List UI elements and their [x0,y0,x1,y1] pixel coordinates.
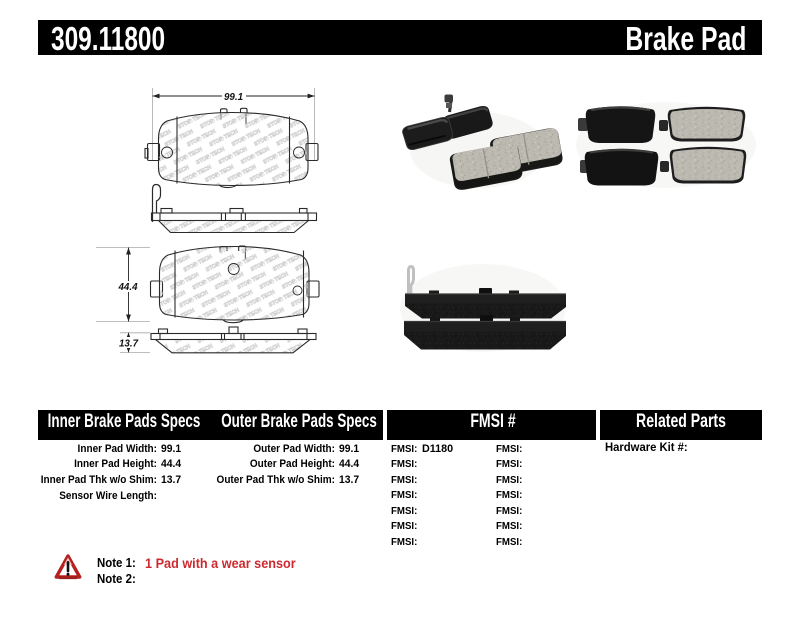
svg-text:44.4: 44.4 [117,282,138,293]
svg-text:13.7: 13.7 [119,338,139,349]
svg-text:99.1: 99.1 [224,92,243,103]
